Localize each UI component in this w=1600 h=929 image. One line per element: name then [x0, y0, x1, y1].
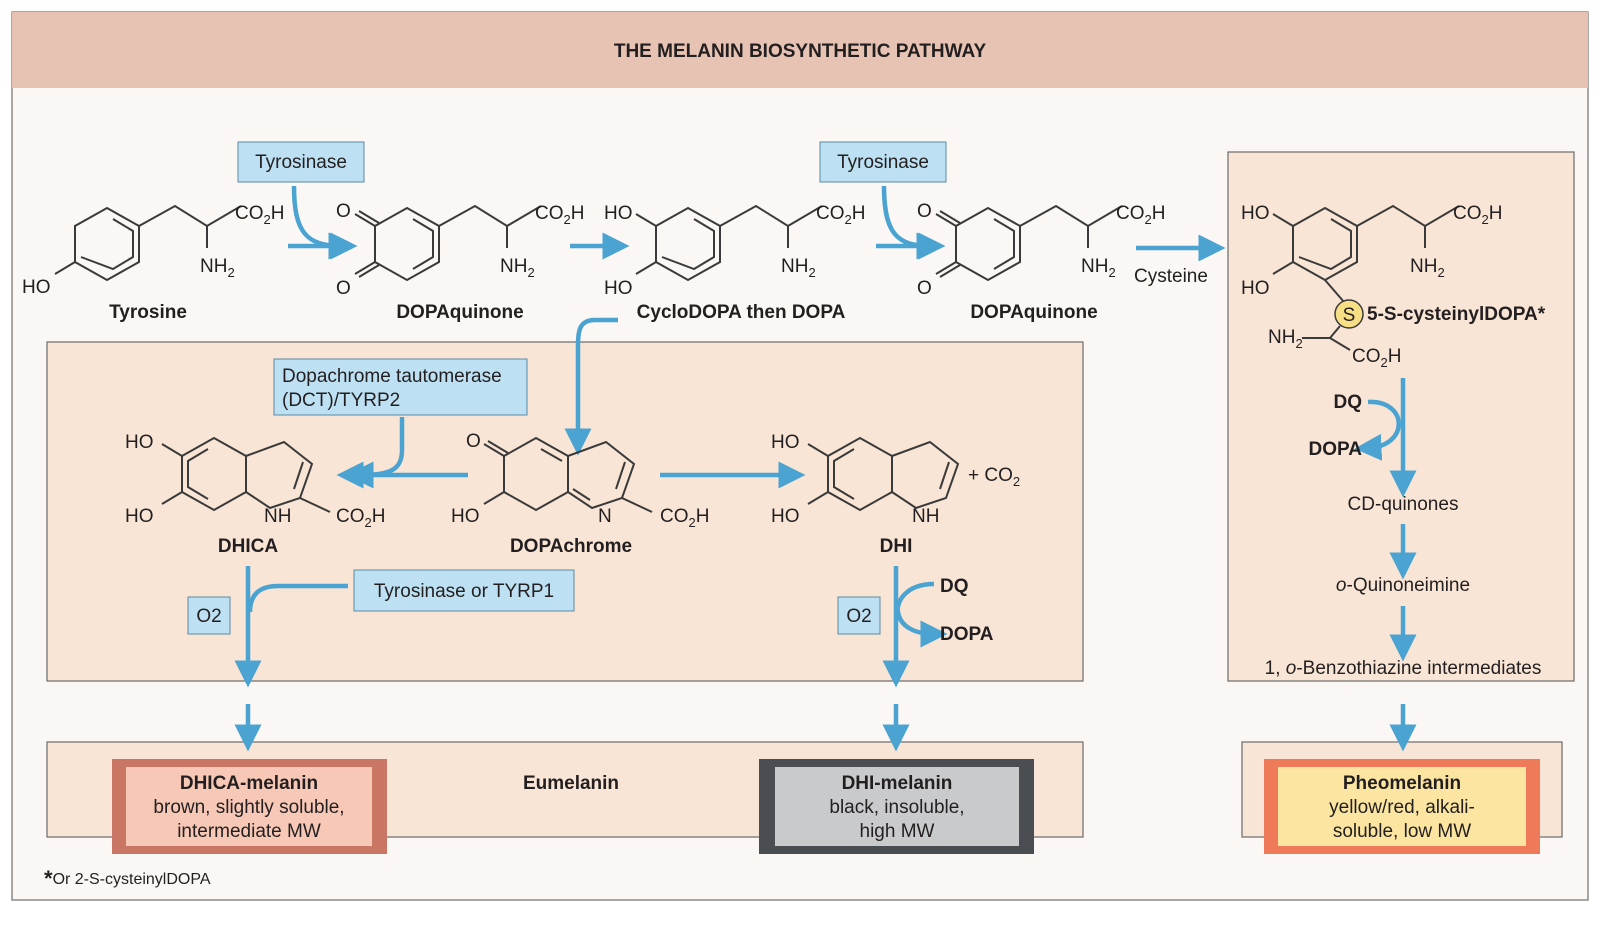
- diagram-title: THE MELANIN BIOSYNTHETIC PATHWAY: [614, 41, 987, 62]
- tyrosine-name: Tyrosine: [109, 302, 187, 323]
- tyrosine-structure: [54, 204, 242, 282]
- dopaquinone-2-structure: [935, 204, 1123, 282]
- dq-label-dhi: DQ: [940, 576, 969, 597]
- dhica-co2h-label: CO2H: [336, 506, 385, 530]
- o2-label-right: O2: [846, 606, 871, 627]
- dopaquinone-1-name: DOPAquinone: [396, 302, 523, 323]
- o2-label-left: O2: [196, 606, 221, 627]
- dopaquinone-1-o-top: O: [336, 201, 351, 222]
- dhi-nh-label: NH: [912, 506, 939, 527]
- dhica-ho-top: HO: [125, 432, 154, 453]
- tyrosine-ho-label: HO: [22, 277, 51, 298]
- cyclodopa-name: CycloDOPA then DOPA: [637, 302, 846, 323]
- cysteinyldopa-ho-bottom: HO: [1241, 278, 1270, 299]
- dopachrome-ho-label: HO: [451, 506, 480, 527]
- dhi-melanin-line2: high MW: [860, 821, 935, 842]
- pheomelanin-line2: soluble, low MW: [1333, 821, 1471, 842]
- dopaquinone-2-o-bottom: O: [917, 278, 932, 299]
- tyrosinase-tyrp1-arrow: [247, 583, 348, 613]
- sulfur-label: S: [1343, 305, 1356, 326]
- tyrosinase-tyrp1-label: Tyrosinase or TYRP1: [374, 581, 554, 602]
- tyrosine-nh2-label: NH2: [200, 256, 235, 280]
- dopachrome-n-label: N: [598, 506, 612, 527]
- cyclodopa-ho-top: HO: [604, 203, 633, 224]
- cyclodopa-structure: [635, 204, 823, 282]
- cysteinyldopa-side-nh2: NH2: [1268, 327, 1303, 351]
- dhi-melanin-name: DHI-melanin: [842, 773, 953, 794]
- dhica-nh-label: NH: [264, 506, 291, 527]
- dopachrome-co2h-label: CO2H: [660, 506, 709, 530]
- dhica-melanin-line1: brown, slightly soluble,: [153, 797, 344, 818]
- tyrosinase-label-2: Tyrosinase: [837, 152, 929, 173]
- sulfur-circle: [1334, 299, 1364, 329]
- tyrosinase-tyrp1-box: [353, 569, 575, 612]
- tyrosinase-box-2: [819, 141, 947, 183]
- dhi-ho-bottom: HO: [771, 506, 800, 527]
- dopaquinone-1-co2h-label: CO2H: [535, 203, 584, 227]
- dhica-melanin-name: DHICA-melanin: [180, 773, 318, 794]
- header-bar: [12, 12, 1588, 88]
- quinoneimine-label: o-Quinoneimine: [1336, 575, 1470, 596]
- dq-dopa-curve-right: [1354, 399, 1401, 461]
- dhi-melanin-line1: black, insoluble,: [829, 797, 964, 818]
- cyclodopa-nh2-label: NH2: [781, 256, 816, 280]
- cysteinyldopa-side-co2h: CO2H: [1352, 346, 1401, 370]
- cysteinyldopa-co2h-label: CO2H: [1453, 203, 1502, 227]
- cysteinyldopa-structure: [1272, 204, 1460, 351]
- dct-label-line1: Dopachrome tautomerase: [282, 366, 502, 387]
- dq-label-pheo: DQ: [1334, 392, 1363, 413]
- dopa-label-pheo: DOPA: [1309, 439, 1363, 460]
- pheomelanin-box: [1278, 767, 1526, 846]
- cysteine-label: Cysteine: [1134, 266, 1208, 287]
- dhi-ho-top: HO: [771, 432, 800, 453]
- o2-box-right: [837, 596, 881, 635]
- eumelanin-label: Eumelanin: [523, 773, 619, 794]
- arrow-cyclodopa-to-dopachrome: [564, 317, 618, 456]
- tyrosinase-box-1: [237, 141, 365, 183]
- pheomelanin-line1: yellow/red, alkali-: [1329, 797, 1475, 818]
- cysteinyldopa-nh2-label: NH2: [1410, 256, 1445, 280]
- dopaquinone-1-o-bottom: O: [336, 278, 351, 299]
- dhica-structure: [161, 436, 331, 513]
- dopa-label-dhi: DOPA: [940, 624, 994, 645]
- pheomelanin-name: Pheomelanin: [1343, 773, 1461, 794]
- dopaquinone-1-nh2-label: NH2: [500, 256, 535, 280]
- dopachrome-o-label: O: [466, 431, 481, 452]
- dhica-melanin-line2: intermediate MW: [177, 821, 321, 842]
- dopachrome-name: DOPAchrome: [510, 536, 632, 557]
- cysteinyldopa-name: 5-S-cysteinylDOPA*: [1367, 304, 1546, 325]
- cysteinyldopa-ho-top: HO: [1241, 203, 1270, 224]
- dct-box: [273, 358, 528, 416]
- dhi-structure: [807, 436, 960, 512]
- dhica-name: DHICA: [218, 536, 278, 557]
- dopaquinone-2-co2h-label: CO2H: [1116, 203, 1165, 227]
- footnote: *Or 2-S-cysteinylDOPA: [44, 866, 211, 891]
- dhica-ho-bottom: HO: [125, 506, 154, 527]
- tyrosine-co2h-label: CO2H: [235, 203, 284, 227]
- dopaquinone-2-nh2-label: NH2: [1081, 256, 1116, 280]
- dhi-plus-co2-label: + CO2: [968, 465, 1020, 489]
- dopaquinone-2-o-top: O: [917, 201, 932, 222]
- cd-quinones-label: CD-quinones: [1348, 494, 1459, 515]
- dopachrome-structure: [483, 436, 653, 513]
- dhi-name: DHI: [880, 536, 913, 557]
- cyclodopa-ho-bottom: HO: [604, 278, 633, 299]
- dhica-melanin-box: [126, 767, 372, 846]
- dhi-melanin-box: [775, 767, 1019, 846]
- dopaquinone-2-name: DOPAquinone: [970, 302, 1097, 323]
- dct-label-line2: (DCT)/TYRP2: [282, 390, 400, 411]
- tyrosinase-label-1: Tyrosinase: [255, 152, 347, 173]
- o2-box-left: [187, 596, 231, 635]
- benzothiazine-label: 1, o-Benzothiazine intermediates: [1265, 658, 1542, 679]
- dopaquinone-1-structure: [354, 204, 542, 282]
- dq-dopa-curve-dhi: [895, 581, 948, 648]
- cyclodopa-co2h-label: CO2H: [816, 203, 865, 227]
